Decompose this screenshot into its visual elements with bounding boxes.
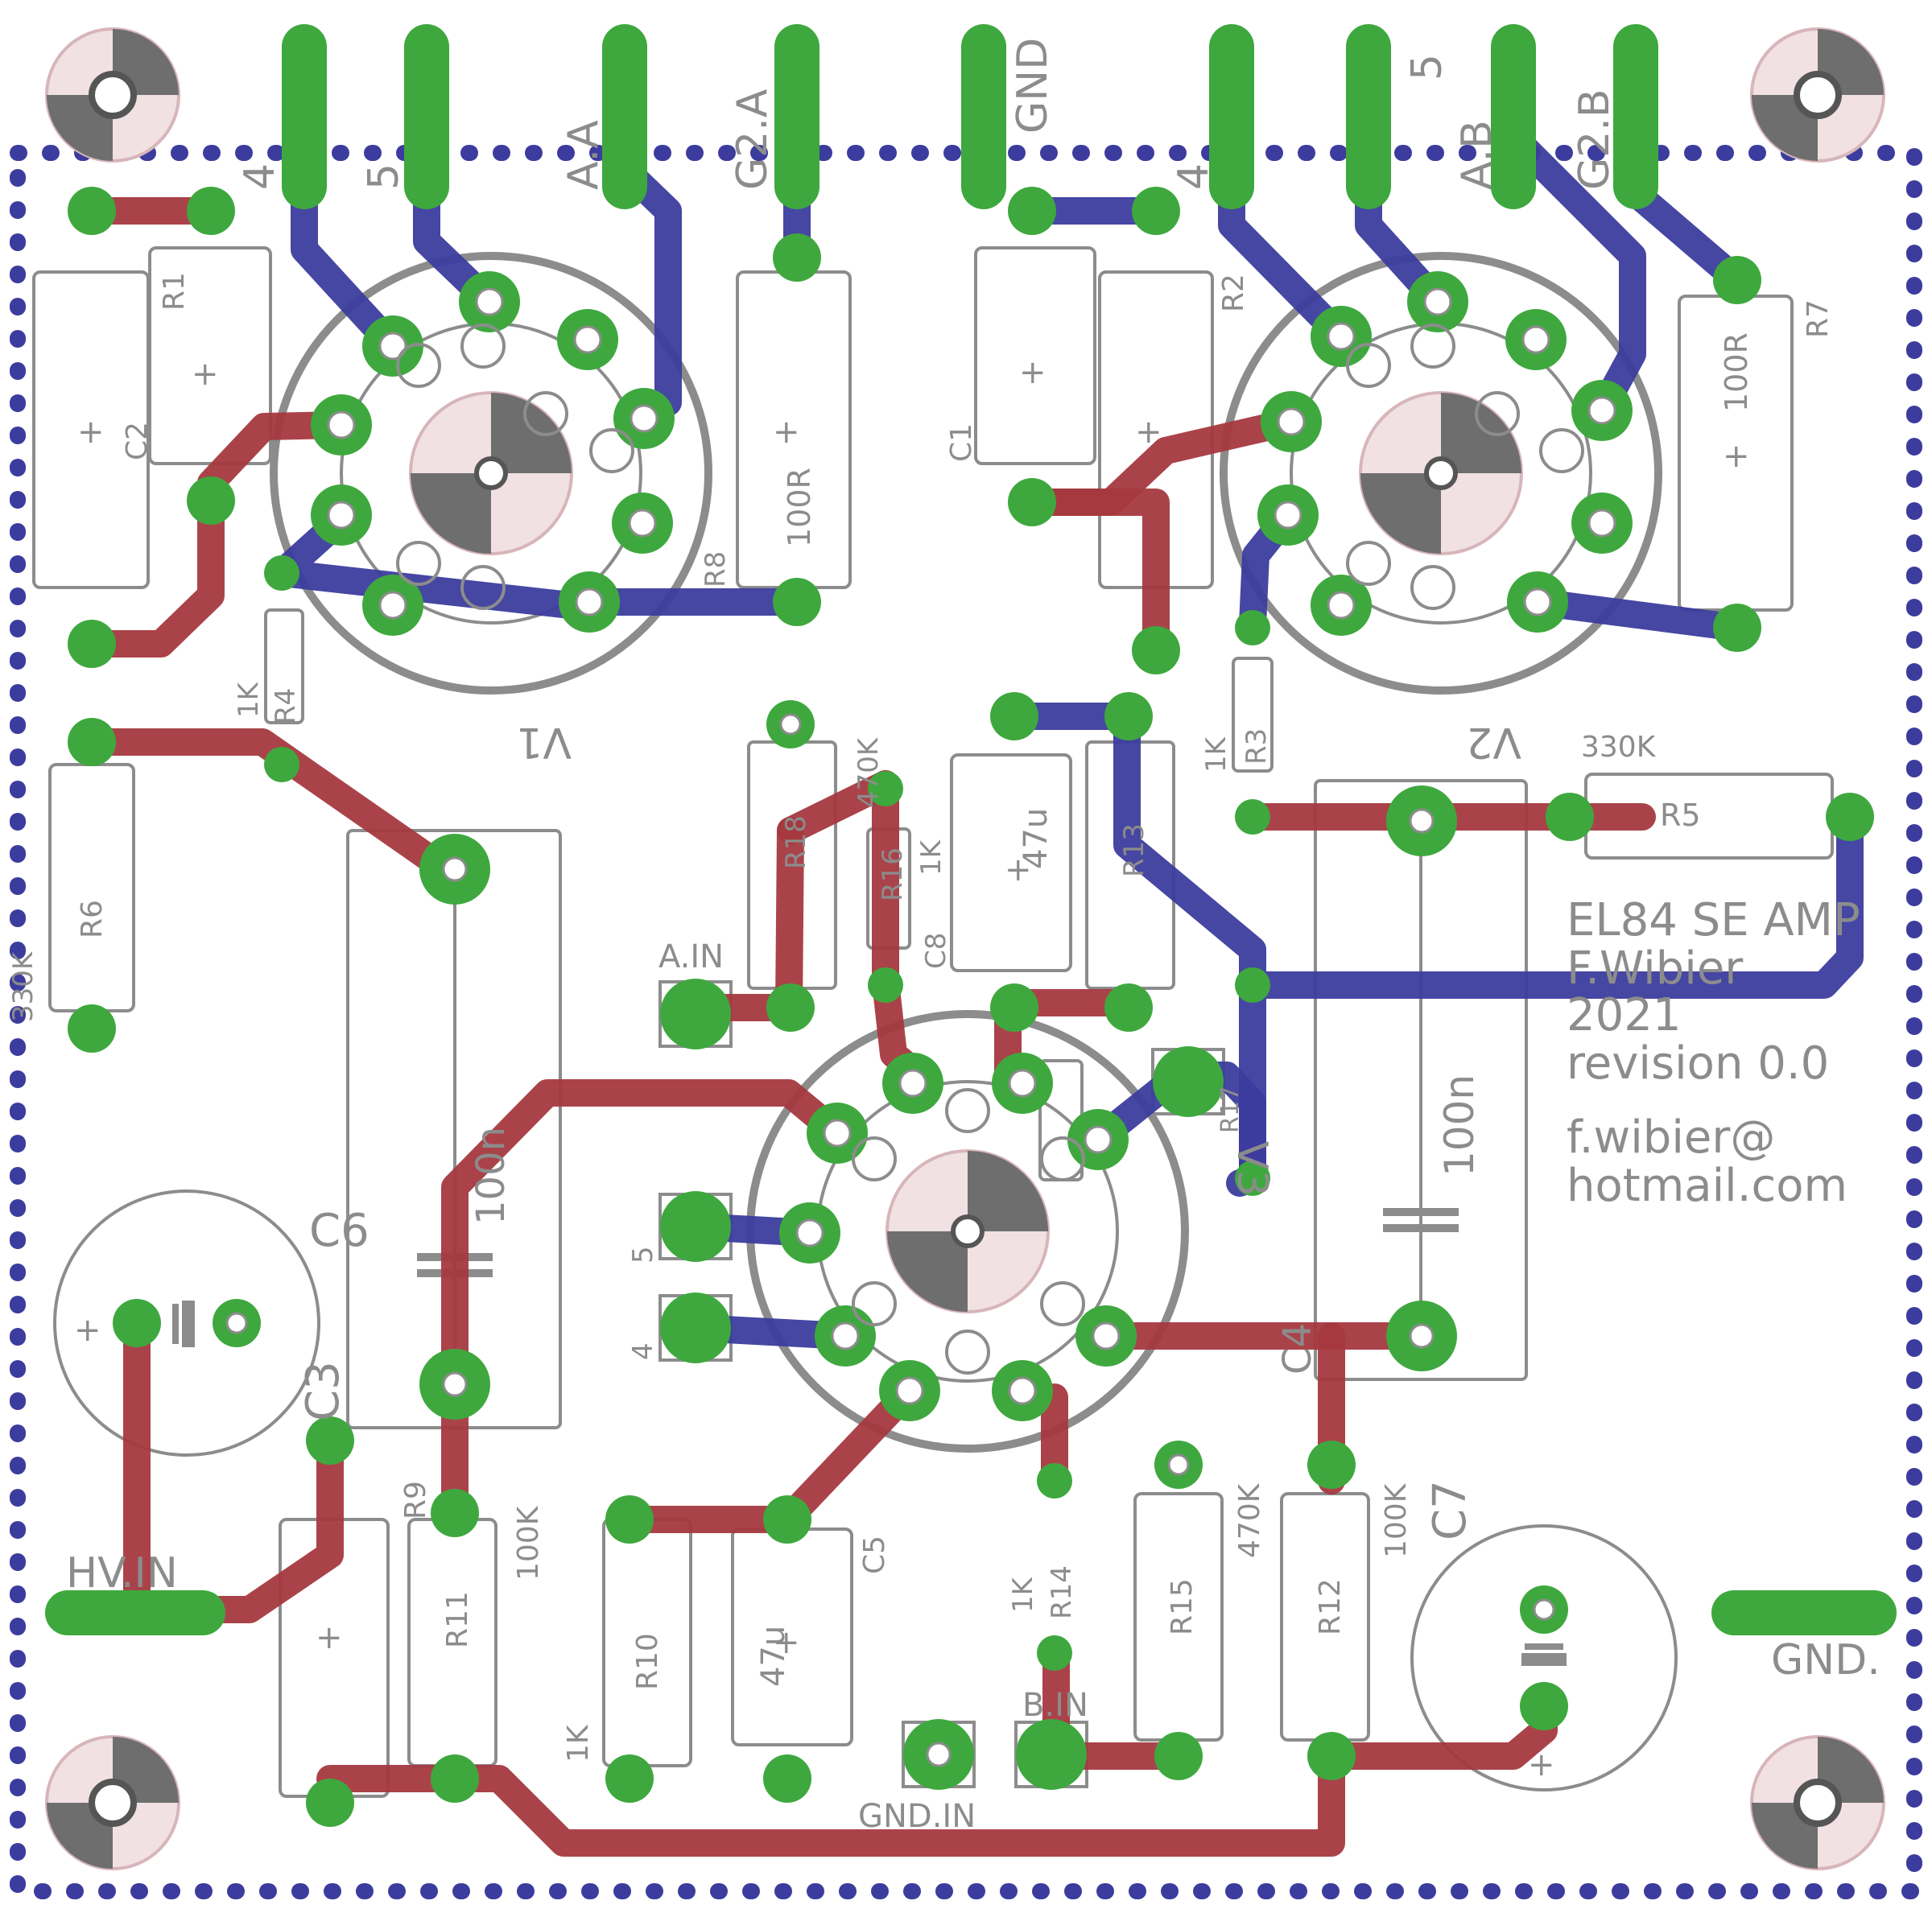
value-r11: 100K: [512, 1505, 545, 1581]
polarity-marks: + + + + + + + + + + +: [74, 354, 1750, 1783]
svg-text:+: +: [74, 1312, 101, 1349]
label-anode-a: A.A: [559, 120, 608, 190]
value-c6: 100n: [469, 1127, 514, 1225]
label-gnd-out: GND.: [1771, 1636, 1880, 1684]
svg-text:+: +: [773, 1624, 800, 1661]
label-v3: V3: [1228, 1141, 1276, 1197]
label-b-in: B.IN: [1022, 1687, 1088, 1724]
label-r7: R7: [1802, 299, 1835, 338]
mounting-hole-br: [1750, 1735, 1885, 1870]
value-r14: 1K: [1007, 1576, 1039, 1613]
board-title-line2: F.Wibier: [1567, 942, 1744, 995]
value-c4: 100n: [1436, 1074, 1483, 1177]
label-r13: R13: [1118, 823, 1150, 877]
label-r2: R2: [1217, 274, 1250, 312]
svg-text:+: +: [1723, 438, 1750, 475]
label-pin-5-left: 5: [360, 163, 408, 190]
label-pin-4-left: 4: [236, 163, 284, 190]
label-r5: R5: [1660, 798, 1701, 833]
value-r15: 470K: [1233, 1482, 1266, 1558]
board-title-line3: 2021: [1567, 989, 1682, 1041]
value-c8: 47u: [1018, 808, 1055, 869]
mounting-hole-bl: [45, 1735, 180, 1870]
label-c8: C8: [920, 933, 952, 969]
label-v1: V1: [516, 718, 572, 766]
label-r4: R4: [270, 688, 302, 724]
board-outline: [10, 145, 1922, 1899]
pad-holes: [225, 287, 1616, 1767]
board-email-line2: hotmail.com: [1567, 1160, 1847, 1212]
label-g2-a: G2.A: [729, 89, 777, 190]
label-r15: R15: [1166, 1578, 1199, 1635]
label-v2: V2: [1466, 718, 1521, 766]
label-r10: R10: [631, 1633, 664, 1690]
value-r5: 330K: [1581, 731, 1657, 764]
svg-text:+: +: [1528, 1746, 1555, 1783]
label-r3: R3: [1241, 728, 1273, 765]
label-heater-4: 4: [627, 1342, 659, 1360]
tube-socket-v2-outline: [1220, 252, 1662, 695]
board-title-line4: revision 0.0: [1567, 1037, 1829, 1090]
label-hv-in: HV.IN: [66, 1549, 178, 1598]
board-title-line1: EL84 SE AMP: [1567, 894, 1860, 946]
label-r14: R14: [1046, 1565, 1078, 1619]
value-r6: 330K: [7, 950, 39, 1022]
label-pin-5-right: 5: [1403, 54, 1451, 80]
svg-text:+: +: [1005, 851, 1032, 888]
label-r8: R8: [700, 551, 732, 588]
value-r7: 100R: [1719, 332, 1754, 412]
label-c4: C4: [1275, 1323, 1320, 1375]
value-c5: 47u: [755, 1626, 792, 1687]
label-r6: R6: [76, 900, 109, 938]
pin-rings: [396, 324, 1584, 1375]
label-a-in: A.IN: [658, 938, 724, 975]
value-r16: 1K: [915, 839, 947, 876]
label-anode-b: A.B: [1453, 120, 1501, 190]
tube-socket-v1-outline: [270, 252, 712, 695]
svg-text:+: +: [1135, 414, 1162, 451]
label-r18: R18: [780, 815, 812, 869]
label-r1: R1: [158, 272, 191, 311]
tube-socket-v2: [1290, 322, 1592, 625]
label-r16: R16: [877, 847, 909, 901]
value-r3: 1K: [1200, 736, 1232, 773]
mounting-hole-tr: [1750, 27, 1885, 163]
label-c2: C2: [121, 422, 154, 460]
label-r12: R12: [1314, 1578, 1347, 1635]
label-gnd-in: GND.IN: [858, 1798, 976, 1835]
label-c7: C7: [1424, 1480, 1476, 1540]
svg-text:+: +: [192, 356, 219, 393]
value-r10: 1K: [562, 1724, 595, 1763]
value-r18: 470K: [852, 736, 885, 808]
label-heater-5: 5: [627, 1246, 659, 1264]
value-r12: 100K: [1380, 1482, 1413, 1558]
board-email-line1: f.wibier@: [1567, 1111, 1775, 1164]
tube-socket-v1: [340, 322, 642, 625]
label-g2-b: G2.B: [1571, 89, 1619, 190]
label-pin-4-right: 4: [1170, 163, 1218, 190]
svg-text:+: +: [77, 414, 105, 451]
value-r8: 100R: [782, 468, 817, 547]
svg-text:+: +: [773, 414, 800, 451]
label-gnd-top: GND: [1009, 38, 1057, 134]
label-r17: R17: [1216, 1086, 1245, 1133]
mounting-hole-tl: [45, 27, 180, 163]
label-c5: C5: [858, 1536, 891, 1574]
svg-text:+: +: [1019, 354, 1046, 391]
label-r9: R9: [399, 1481, 432, 1519]
label-r11: R11: [441, 1591, 474, 1648]
label-c6: C6: [309, 1205, 369, 1257]
label-c3: C3: [297, 1361, 349, 1421]
svg-text:+: +: [316, 1619, 343, 1656]
value-r4: 1K: [233, 681, 265, 718]
label-c1: C1: [945, 423, 978, 462]
